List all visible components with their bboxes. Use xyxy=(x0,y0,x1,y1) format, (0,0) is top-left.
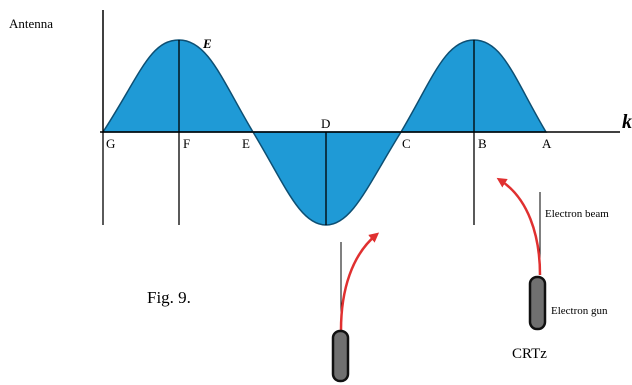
e-peak-label: E xyxy=(202,36,212,51)
point-a-label: A xyxy=(542,136,552,151)
antenna-label: Antenna xyxy=(9,16,53,31)
point-c-label: C xyxy=(402,136,411,151)
point-g-label: G xyxy=(106,136,115,151)
k-axis-label: k xyxy=(622,111,632,133)
point-e-label: E xyxy=(242,136,250,151)
point-b-label: B xyxy=(478,136,487,151)
electron-gun-label: Electron gun xyxy=(551,305,608,317)
electron-gun-right xyxy=(528,275,547,331)
point-d-label: D xyxy=(321,116,330,131)
point-f-label: F xyxy=(183,136,190,151)
electron-beam-label: Electron beam xyxy=(545,208,609,220)
deflection-arrow-right xyxy=(496,177,542,276)
fig-caption: Fig. 9. xyxy=(147,288,191,307)
electron-gun-middle xyxy=(331,329,350,383)
crt-label: CRTz xyxy=(512,346,547,362)
deflection-arrow-middle xyxy=(339,232,380,331)
